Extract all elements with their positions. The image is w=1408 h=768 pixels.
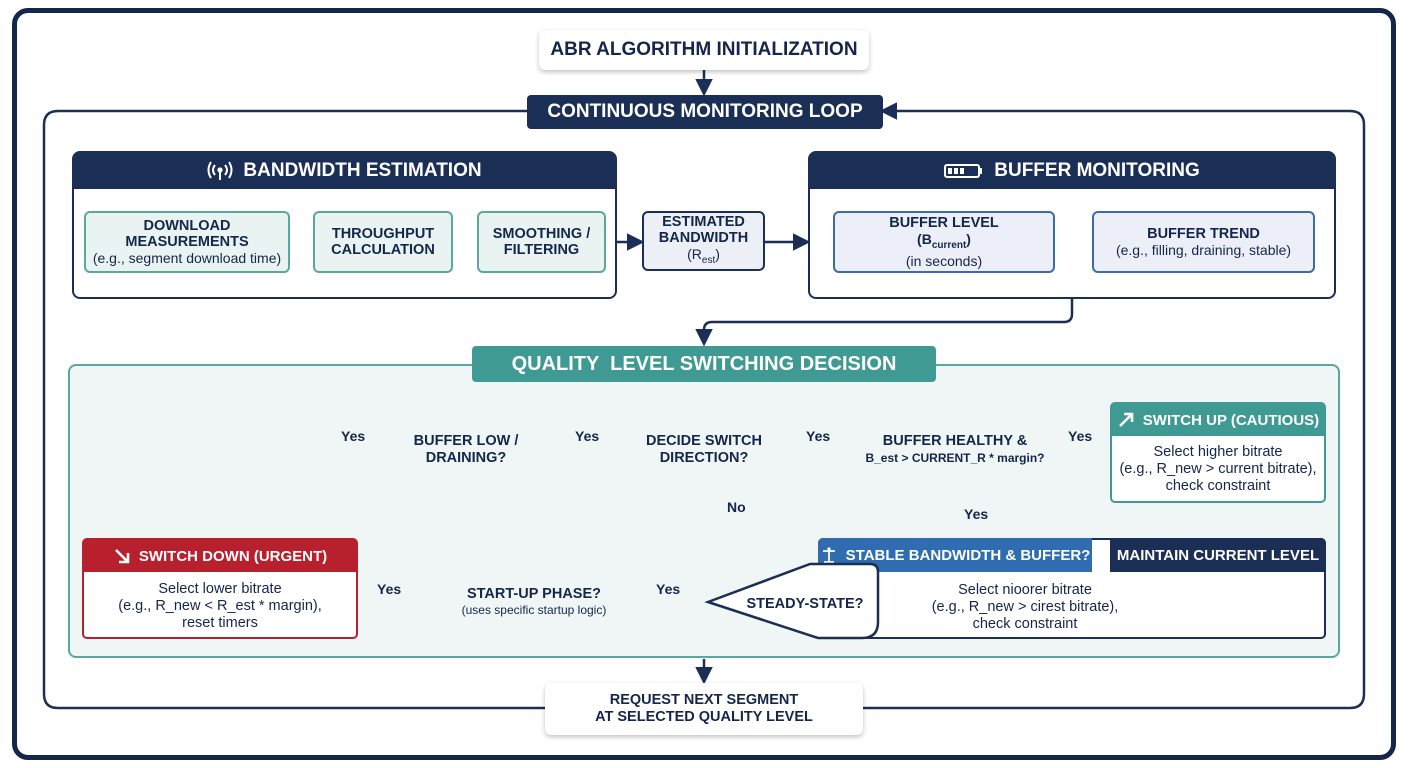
estimated-line2: BANDWIDTH bbox=[658, 229, 749, 246]
maintain-title: MAINTAIN CURRENT LEVEL bbox=[1116, 546, 1320, 564]
maintain-body: Select nioorer bitrate (e.g., R_new > ci… bbox=[931, 582, 1119, 632]
switch-up-box: SWITCH UP (CAUTIOUS) Select higher bitra… bbox=[1110, 402, 1326, 503]
stable-title: STABLE BANDWIDTH & BUFFER? bbox=[845, 546, 1091, 564]
request-line2: AT SELECTED QUALITY LEVEL bbox=[595, 709, 813, 725]
switch-up-body: Select higher bitrate (e.g., R_new > cur… bbox=[1119, 444, 1317, 494]
switch-down-header: SWITCH DOWN (URGENT) bbox=[84, 540, 356, 572]
label-yes-decide-left: Yes bbox=[575, 428, 600, 444]
throughput-box: THROUGHPUT CALCULATION bbox=[313, 211, 453, 273]
label-yes-healthy-down: Yes bbox=[964, 506, 989, 522]
outer-frame bbox=[12, 8, 1396, 760]
buffer-level-symbol: (Bcurrent) bbox=[917, 230, 971, 251]
buffer-level-title: BUFFER LEVEL bbox=[889, 214, 999, 231]
switch-down-box: SWITCH DOWN (URGENT) Select lower bitrat… bbox=[82, 538, 358, 639]
switch-up-header: SWITCH UP (CAUTIOUS) bbox=[1112, 404, 1324, 436]
startup-label: START-UP PHASE? (uses specific startup l… bbox=[461, 585, 607, 617]
arrow-down-right-icon bbox=[113, 547, 131, 565]
smoothing-title: SMOOTHING / FILTERING bbox=[492, 226, 591, 258]
steady-label: STEADY-STATE? bbox=[746, 595, 864, 612]
decision-banner: QUALITY LEVEL SWITCHING DECISION bbox=[472, 346, 936, 382]
request-box: REQUEST NEXT SEGMENT AT SELECTED QUALITY… bbox=[545, 683, 863, 735]
request-line1: REQUEST NEXT SEGMENT bbox=[609, 692, 799, 708]
smoothing-box: SMOOTHING / FILTERING bbox=[477, 211, 606, 273]
buffer-low-label: BUFFER LOW / DRAINING? bbox=[413, 433, 519, 466]
loop-title: CONTINUOUS MONITORING LOOP bbox=[547, 101, 863, 122]
download-box: DOWNLOAD MEASUREMENTS (e.g., segment dow… bbox=[84, 211, 290, 273]
healthy-label: BUFFER HEALTHY & B_est > CURRENT_R * mar… bbox=[865, 433, 1045, 465]
decision-title: QUALITY LEVEL SWITCHING DECISION bbox=[511, 352, 897, 375]
maintain-header: MAINTAIN CURRENT LEVEL bbox=[1110, 538, 1326, 572]
buffer-trend-title: BUFFER TREND bbox=[1147, 226, 1260, 242]
download-title: DOWNLOAD MEASUREMENTS bbox=[125, 218, 249, 250]
label-yes-healthy-right: Yes bbox=[1068, 428, 1093, 444]
init-box: ABR ALGORITHM INITIALIZATION bbox=[539, 30, 869, 70]
loop-banner: CONTINUOUS MONITORING LOOP bbox=[527, 95, 883, 129]
decide-label: DECIDE SWITCH DIRECTION? bbox=[646, 433, 762, 466]
steady-shape bbox=[704, 562, 880, 640]
buffer-trend-sub: (e.g., filling, draining, stable) bbox=[1115, 242, 1292, 258]
estimated-symbol: (Rest) bbox=[687, 245, 720, 266]
arrow-up-right-icon bbox=[1117, 411, 1135, 429]
buffer-title: BUFFER MONITORING bbox=[994, 160, 1200, 181]
buffer-header: BUFFER MONITORING bbox=[810, 153, 1334, 189]
bandwidth-title: BANDWIDTH ESTIMATION bbox=[243, 160, 482, 181]
download-sub: (e.g., segment download time) bbox=[92, 250, 282, 266]
bandwidth-header: BANDWIDTH ESTIMATION bbox=[74, 153, 615, 189]
switch-down-title: SWITCH DOWN (URGENT) bbox=[138, 547, 328, 565]
battery-icon bbox=[944, 163, 984, 179]
label-yes-bufferlow-out: Yes bbox=[341, 428, 366, 444]
switch-up-title: SWITCH UP (CAUTIOUS) bbox=[1142, 411, 1320, 429]
buffer-level-sub: (in seconds) bbox=[905, 253, 983, 270]
label-yes-startup-left: Yes bbox=[377, 581, 402, 597]
label-no-decide: No bbox=[727, 499, 746, 515]
buffer-trend-box: BUFFER TREND (e.g., filling, draining, s… bbox=[1092, 211, 1315, 273]
arrow-buffer-to-decision bbox=[695, 298, 1074, 347]
estimated-bandwidth-box: ESTIMATED BANDWIDTH (Rest) bbox=[642, 211, 765, 271]
label-yes-startup-right: Yes bbox=[656, 581, 681, 597]
init-title: ABR ALGORITHM INITIALIZATION bbox=[550, 39, 858, 60]
throughput-title: THROUGHPUT CALCULATION bbox=[331, 226, 435, 258]
balance-icon bbox=[820, 546, 838, 564]
buffer-level-box: BUFFER LEVEL (Bcurrent) (in seconds) bbox=[833, 211, 1055, 273]
label-yes-decide-right: Yes bbox=[806, 428, 831, 444]
switch-down-body: Select lower bitrate (e.g., R_new < R_es… bbox=[118, 581, 322, 631]
loop-line-left bbox=[42, 109, 545, 710]
signal-icon bbox=[207, 161, 233, 181]
estimated-line1: ESTIMATED bbox=[662, 213, 745, 230]
loop-line-right bbox=[863, 102, 1366, 710]
